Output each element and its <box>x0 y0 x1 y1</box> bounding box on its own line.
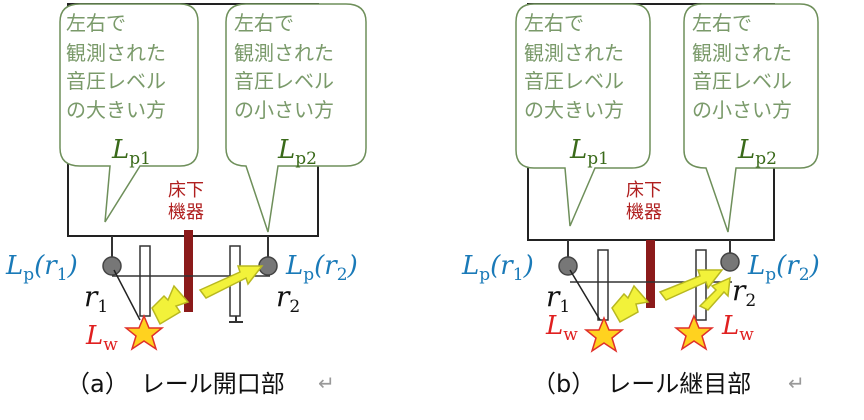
return-mark-a: ↵ <box>318 371 335 395</box>
sound-arrow-a2 <box>198 265 264 299</box>
return-mark-b: ↵ <box>788 371 805 395</box>
bubble-left-b-line1: 左右で <box>524 11 584 35</box>
mic-right-b-label: Lp(r2) <box>747 251 820 285</box>
bubble-left-a-line3: 音圧レベル <box>66 69 166 93</box>
bubble-right-b <box>683 3 819 233</box>
source-star-b1 <box>583 316 625 353</box>
sound-arrow-b1 <box>611 284 650 324</box>
bubble-right-b-line1: 左右で <box>692 11 752 35</box>
bubble-right-b-line3: 音圧レベル <box>692 69 792 93</box>
mic-left-b <box>558 256 578 276</box>
bubble-right-a-line2: 観測された <box>234 41 334 65</box>
device-a-line2: 機器 <box>168 202 204 223</box>
bubble-left-a <box>59 3 199 223</box>
bubble-right-a-label: Lp2 <box>277 135 317 169</box>
bubble-left-a-line1: 左右で <box>66 11 126 35</box>
bubble-right-a-line1: 左右で <box>234 11 294 35</box>
sound-arrow-b3 <box>698 276 731 311</box>
rail-left-a <box>139 245 151 317</box>
mic-right-a-label: Lp(r2) <box>285 251 358 285</box>
bubble-right-b-line4: の小さい方 <box>692 98 792 122</box>
bubble-right-a <box>225 3 367 233</box>
r2-a-label: r2 <box>276 280 300 317</box>
device-block-a <box>184 230 193 312</box>
distance-line-a <box>113 269 141 321</box>
mic-left-b-label: Lp(r1) <box>461 251 534 285</box>
bubble-left-b-line3: 音圧レベル <box>524 69 624 93</box>
sound-arrow-b2 <box>658 269 724 301</box>
source-b2-label: Lw <box>721 311 754 345</box>
sound-arrow-a1 <box>151 284 190 326</box>
bubble-left-a-line2: 観測された <box>66 41 166 65</box>
device-block-b <box>646 240 655 308</box>
bubble-left-b-line4: の大きい方 <box>524 98 624 122</box>
bubble-right-a-line3: 音圧レベル <box>234 69 334 93</box>
caption-b: （b） レール継目部 <box>532 370 751 398</box>
r1-b-label: r1 <box>546 280 570 317</box>
bubble-left-b <box>515 3 651 227</box>
distance-line-b <box>569 269 601 321</box>
bubble-left-b-label: Lp1 <box>569 135 609 169</box>
r2-b-label: r2 <box>732 274 756 311</box>
source-star-b2 <box>673 314 715 351</box>
panel-a: 左右で 観測された 音圧レベル の大きい方 Lp1 左右で 観測された 音圧レベ… <box>5 3 367 398</box>
mic-left-a <box>102 256 122 276</box>
rail-left-b <box>597 249 609 321</box>
panel-b: 左右で 観測された 音圧レベル の大きい方 Lp1 左右で 観測された 音圧レベ… <box>461 3 820 398</box>
mic-right-b <box>720 252 740 272</box>
source-star-a <box>123 314 165 351</box>
source-b1-label: Lw <box>545 311 578 345</box>
bubble-right-a-line4: の小さい方 <box>234 98 334 122</box>
device-b-line1: 床下 <box>626 180 662 201</box>
bubble-right-b-label: Lp2 <box>737 135 777 169</box>
r1-a-label: r1 <box>84 280 108 317</box>
bubble-left-a-line4: の大きい方 <box>66 98 166 122</box>
source-a-label: Lw <box>85 321 118 355</box>
bubble-left-b-line2: 観測された <box>524 41 624 65</box>
caption-a: （a） レール開口部 <box>66 370 285 398</box>
device-a-line1: 床下 <box>168 180 204 201</box>
bubble-left-a-label: Lp1 <box>111 135 151 169</box>
device-b-line2: 機器 <box>626 202 662 223</box>
mic-left-a-label: Lp(r1) <box>5 251 78 285</box>
bubble-right-b-line2: 観測された <box>692 41 792 65</box>
